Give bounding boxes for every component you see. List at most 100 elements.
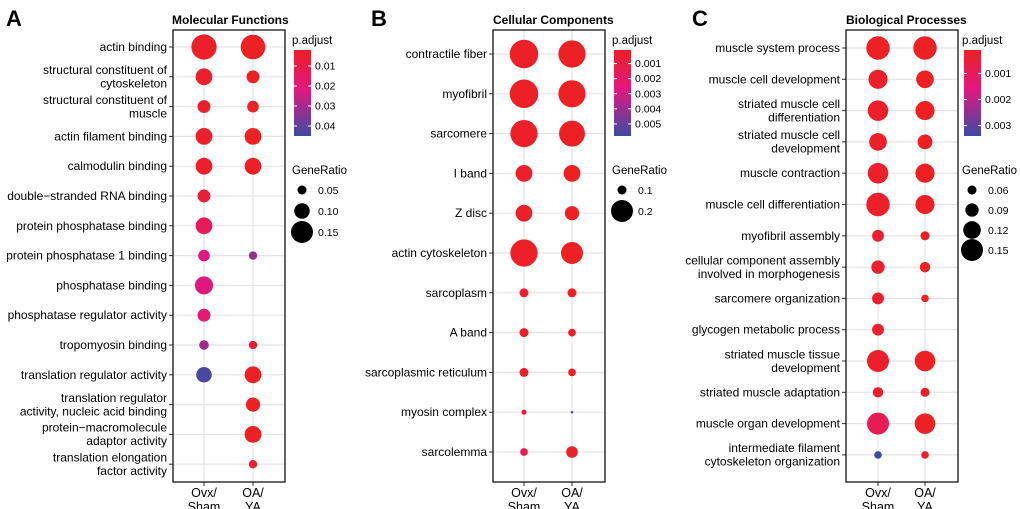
color-bar	[294, 50, 311, 136]
size-tick-label: 0.05	[318, 185, 339, 197]
data-point	[244, 127, 262, 145]
category-label: protein phosphatase binding	[16, 219, 167, 233]
data-point	[566, 446, 578, 458]
size-legend-dot	[967, 185, 977, 195]
size-legend: GeneRatio 0.1 0.2	[611, 165, 667, 222]
category-label: muscle contraction	[740, 166, 840, 180]
category-label: actin filament binding	[54, 129, 167, 143]
data-point	[872, 387, 884, 398]
color-tick-label: 0.01	[315, 61, 336, 73]
data-point	[558, 40, 586, 68]
data-point	[195, 68, 213, 86]
size-legend-dot	[611, 200, 633, 222]
data-point	[509, 39, 539, 69]
data-point	[866, 192, 890, 217]
data-point	[515, 165, 533, 182]
category-label: sarcoplasm	[426, 286, 487, 300]
x-tick-label: OA/YA	[242, 486, 264, 509]
data-point	[519, 288, 529, 298]
x-tick-label: Ovx/Sham	[508, 486, 541, 509]
plot-frame	[172, 29, 286, 483]
panel-title: Molecular Functions	[172, 13, 289, 27]
color-tick-label: 0.003	[985, 120, 1011, 132]
data-point	[248, 460, 258, 469]
data-point	[866, 36, 890, 60]
data-point	[913, 36, 937, 60]
plot-area	[493, 30, 605, 482]
size-legend-dot	[963, 221, 981, 239]
category-label: double−stranded RNA binding	[7, 189, 167, 203]
data-point	[194, 276, 214, 295]
size-tick-label: 0.2	[638, 206, 653, 218]
data-point	[867, 412, 889, 435]
size-legend-dot	[617, 185, 627, 195]
data-point	[521, 409, 527, 415]
size-legend-dot	[965, 203, 979, 217]
data-point	[197, 189, 211, 203]
plot-frame	[492, 29, 606, 483]
category-label: tropomyosin binding	[60, 338, 167, 352]
data-point	[559, 120, 585, 147]
panel-letter: C	[692, 6, 708, 31]
data-point	[867, 162, 889, 184]
data-point	[872, 323, 884, 336]
size-tick-label: 0.09	[988, 205, 1009, 217]
data-point	[247, 100, 259, 113]
data-point	[920, 387, 930, 397]
category-label: muscle organ development	[696, 417, 841, 431]
data-point	[570, 410, 574, 414]
size-legend: GeneRatio 0.06 0.09 0.12 0.15	[961, 165, 1017, 261]
data-point	[509, 79, 539, 109]
category-label: myofibril assembly	[741, 229, 840, 243]
data-point	[195, 217, 213, 235]
category-label: I band	[454, 166, 487, 180]
size-tick-label: 0.1	[638, 185, 653, 197]
size-tick-label: 0.06	[988, 185, 1009, 197]
size-legend-title: GeneRatio	[292, 165, 347, 177]
data-point	[561, 242, 583, 264]
category-label: calmodulin binding	[68, 159, 167, 173]
size-legend-dot	[291, 221, 313, 243]
category-label: myosin complex	[401, 405, 487, 419]
size-legend-title: GeneRatio	[962, 165, 1017, 177]
data-point	[195, 127, 213, 145]
data-point	[244, 157, 262, 175]
data-point	[869, 133, 887, 151]
data-point	[920, 231, 930, 241]
data-point	[245, 397, 261, 412]
category-label: glycogen metabolic process	[692, 323, 840, 337]
data-point	[195, 157, 213, 175]
data-point	[519, 328, 529, 338]
size-tick-label: 0.15	[988, 245, 1009, 257]
data-point	[240, 34, 266, 60]
data-point	[563, 165, 581, 182]
plot-area	[846, 30, 958, 482]
category-label: contractile fiber	[406, 47, 487, 61]
category-label: muscle cell differentiation	[705, 198, 840, 212]
data-point	[868, 69, 888, 89]
data-point	[199, 340, 209, 350]
category-label: translation regulator activity	[21, 368, 167, 382]
category-label: sarcomere	[430, 127, 487, 141]
category-label: sarcomere organization	[715, 291, 840, 305]
size-tick-label: 0.12	[988, 225, 1009, 237]
size-legend-dot	[961, 239, 983, 261]
data-point	[520, 448, 528, 456]
data-point	[915, 163, 935, 183]
size-legend-title: GeneRatio	[612, 165, 667, 177]
data-point	[197, 100, 211, 114]
data-point	[917, 134, 933, 150]
data-point	[198, 249, 210, 262]
data-point	[558, 80, 586, 108]
data-point	[191, 34, 217, 60]
